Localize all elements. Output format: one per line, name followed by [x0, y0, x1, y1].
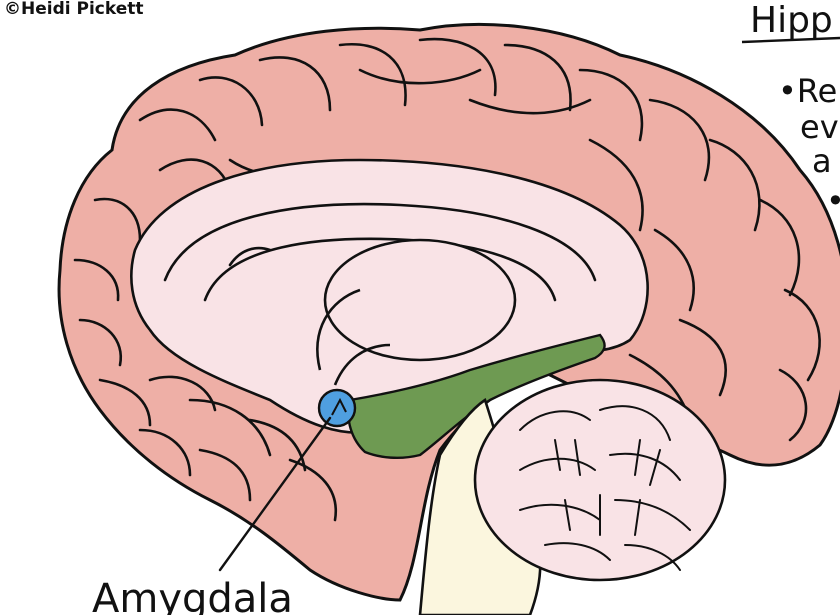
note-line-1: •Re [778, 72, 837, 110]
amygdala-label: Amygdala [92, 576, 293, 615]
note-line-3: a [812, 142, 832, 180]
credit-text: ©Heidi Pickett [4, 0, 144, 19]
amygdala [319, 390, 355, 426]
heading-text: Hipp [750, 0, 833, 41]
note-line-4: • [826, 182, 840, 220]
note-line-2: ev [800, 108, 839, 146]
cerebellum [475, 380, 725, 580]
